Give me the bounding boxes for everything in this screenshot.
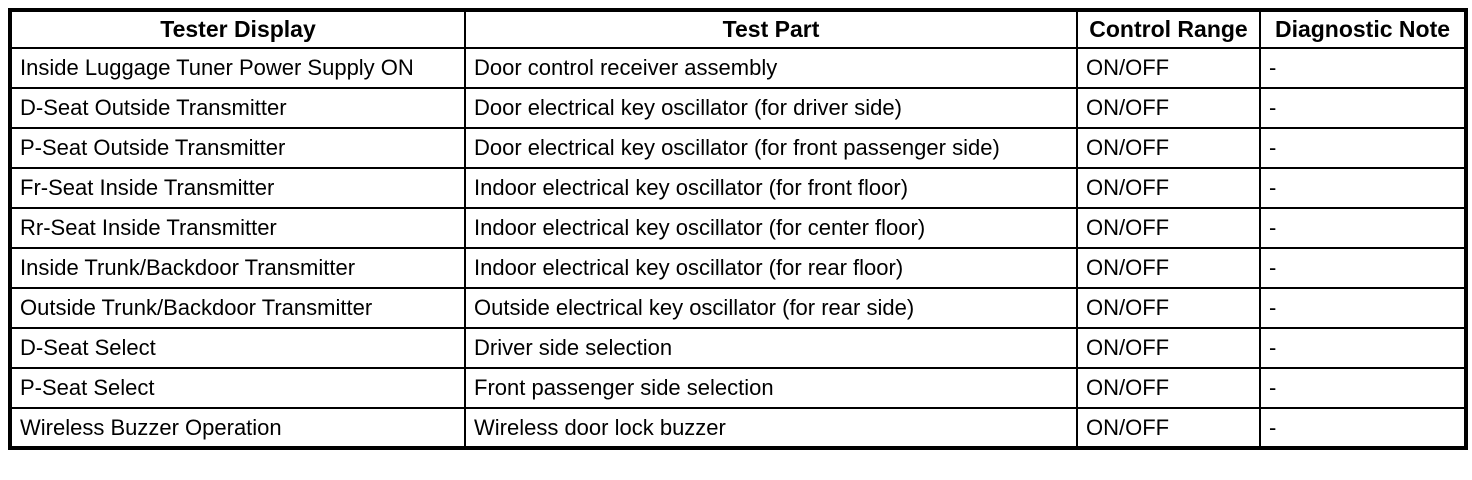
cell-tester-display: Wireless Buzzer Operation xyxy=(9,407,466,449)
cell-test-part: Driver side selection xyxy=(464,327,1078,369)
cell-test-part: Door control receiver assembly xyxy=(464,47,1078,89)
cell-diagnostic-note: - xyxy=(1259,167,1467,209)
table-row: P-Seat Select Front passenger side selec… xyxy=(9,367,1467,409)
cell-control-range: ON/OFF xyxy=(1076,47,1261,89)
cell-test-part: Outside electrical key oscillator (for r… xyxy=(464,287,1078,329)
cell-diagnostic-note: - xyxy=(1259,47,1467,89)
cell-control-range: ON/OFF xyxy=(1076,367,1261,409)
table-header: Tester Display Test Part Control Range D… xyxy=(9,9,1467,49)
cell-diagnostic-note: - xyxy=(1259,247,1467,289)
header-diagnostic-note: Diagnostic Note xyxy=(1259,9,1467,49)
table-row: Rr-Seat Inside Transmitter Indoor electr… xyxy=(9,207,1467,249)
cell-tester-display: P-Seat Select xyxy=(9,367,466,409)
table-row: Inside Luggage Tuner Power Supply ON Doo… xyxy=(9,47,1467,89)
cell-tester-display: Inside Trunk/Backdoor Transmitter xyxy=(9,247,466,289)
table-row: Fr-Seat Inside Transmitter Indoor electr… xyxy=(9,167,1467,209)
table-row: Inside Trunk/Backdoor Transmitter Indoor… xyxy=(9,247,1467,289)
table-row: D-Seat Outside Transmitter Door electric… xyxy=(9,87,1467,129)
cell-diagnostic-note: - xyxy=(1259,207,1467,249)
header-control-range: Control Range xyxy=(1076,9,1261,49)
cell-diagnostic-note: - xyxy=(1259,367,1467,409)
cell-tester-display: D-Seat Outside Transmitter xyxy=(9,87,466,129)
table-body: Inside Luggage Tuner Power Supply ON Doo… xyxy=(9,47,1467,449)
cell-tester-display: Rr-Seat Inside Transmitter xyxy=(9,207,466,249)
cell-control-range: ON/OFF xyxy=(1076,207,1261,249)
cell-control-range: ON/OFF xyxy=(1076,87,1261,129)
table-row: D-Seat Select Driver side selection ON/O… xyxy=(9,327,1467,369)
cell-test-part: Front passenger side selection xyxy=(464,367,1078,409)
cell-control-range: ON/OFF xyxy=(1076,247,1261,289)
header-test-part: Test Part xyxy=(464,9,1078,49)
cell-control-range: ON/OFF xyxy=(1076,167,1261,209)
table-row: Outside Trunk/Backdoor Transmitter Outsi… xyxy=(9,287,1467,329)
cell-diagnostic-note: - xyxy=(1259,327,1467,369)
header-tester-display: Tester Display xyxy=(9,9,466,49)
cell-test-part: Door electrical key oscillator (for driv… xyxy=(464,87,1078,129)
cell-tester-display: D-Seat Select xyxy=(9,327,466,369)
cell-tester-display: P-Seat Outside Transmitter xyxy=(9,127,466,169)
cell-tester-display: Inside Luggage Tuner Power Supply ON xyxy=(9,47,466,89)
cell-control-range: ON/OFF xyxy=(1076,287,1261,329)
cell-tester-display: Fr-Seat Inside Transmitter xyxy=(9,167,466,209)
cell-control-range: ON/OFF xyxy=(1076,127,1261,169)
header-row: Tester Display Test Part Control Range D… xyxy=(9,9,1467,49)
cell-test-part: Door electrical key oscillator (for fron… xyxy=(464,127,1078,169)
cell-control-range: ON/OFF xyxy=(1076,327,1261,369)
cell-test-part: Indoor electrical key oscillator (for fr… xyxy=(464,167,1078,209)
cell-test-part: Wireless door lock buzzer xyxy=(464,407,1078,449)
table-row: Wireless Buzzer Operation Wireless door … xyxy=(9,407,1467,449)
cell-control-range: ON/OFF xyxy=(1076,407,1261,449)
cell-tester-display: Outside Trunk/Backdoor Transmitter xyxy=(9,287,466,329)
cell-diagnostic-note: - xyxy=(1259,407,1467,449)
cell-diagnostic-note: - xyxy=(1259,287,1467,329)
table-row: P-Seat Outside Transmitter Door electric… xyxy=(9,127,1467,169)
cell-diagnostic-note: - xyxy=(1259,87,1467,129)
cell-test-part: Indoor electrical key oscillator (for re… xyxy=(464,247,1078,289)
cell-diagnostic-note: - xyxy=(1259,127,1467,169)
cell-test-part: Indoor electrical key oscillator (for ce… xyxy=(464,207,1078,249)
diagnostic-table: Tester Display Test Part Control Range D… xyxy=(8,8,1468,450)
